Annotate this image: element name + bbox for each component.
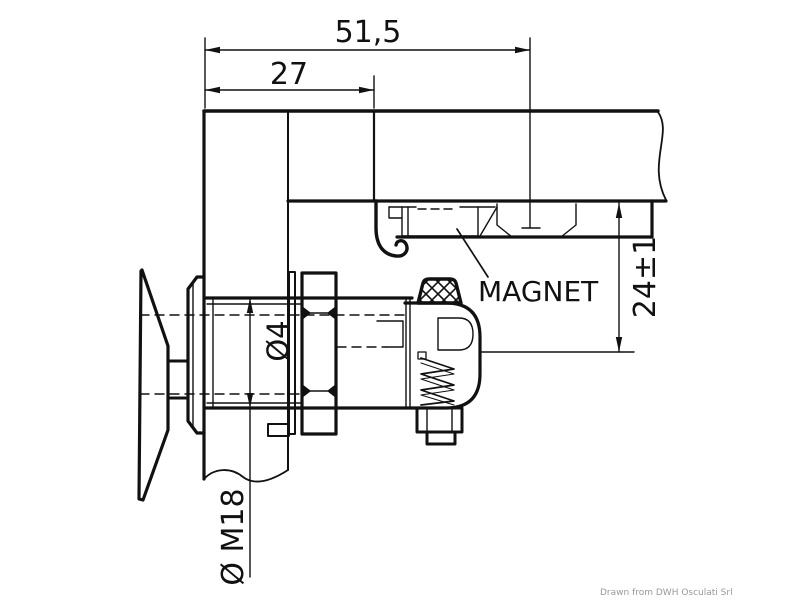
magnet-block xyxy=(388,206,498,237)
latch-slot xyxy=(437,317,474,351)
arrow-24-bottom xyxy=(615,337,623,352)
knurled-button xyxy=(416,277,463,305)
dim-text-overall-depth: 51,5 xyxy=(335,15,402,50)
adjuster-nut-tip xyxy=(425,430,457,446)
spring xyxy=(417,351,455,406)
door-break-line xyxy=(203,469,289,483)
dim-text-magnet-offset: 24±1 xyxy=(628,236,663,318)
hex-nut-chamfers xyxy=(302,306,336,398)
latch-end-block xyxy=(403,301,482,410)
washer-tab xyxy=(267,423,290,437)
arrow-27-left xyxy=(205,86,220,94)
dimensions xyxy=(204,37,635,578)
dim-text-pin-diameter: Ø4 xyxy=(261,320,295,361)
credit-text: Drawn from DWH Osculati Srl xyxy=(600,588,733,598)
knob-lever xyxy=(137,268,206,502)
arrow-51-5-right xyxy=(515,46,530,54)
lever-profile xyxy=(137,268,170,502)
thread-lines xyxy=(206,303,303,404)
latch-assembly xyxy=(139,271,482,446)
dimension-arrows xyxy=(205,46,623,408)
arrow-m18-bottom xyxy=(246,393,254,408)
hex-nut-facets xyxy=(301,312,337,392)
adjuster-nut xyxy=(415,406,464,434)
pin-channel xyxy=(376,320,404,348)
hex-nut xyxy=(300,271,338,436)
lever-hub xyxy=(166,359,190,400)
body-joint-lines xyxy=(405,297,411,409)
magnet-leader-line xyxy=(456,228,489,278)
front-flange xyxy=(186,275,206,435)
magnet-housing xyxy=(374,199,654,258)
magnet-screw-pocket xyxy=(496,203,577,238)
dim-text-thread-diameter: Ø M18 xyxy=(216,488,251,585)
dim-text-door-depth: 27 xyxy=(270,57,308,92)
back-washer xyxy=(288,271,296,435)
panel-break-line xyxy=(657,111,667,201)
hook-catch xyxy=(374,199,409,258)
arrow-51-5-left xyxy=(205,46,220,54)
arrow-27-right xyxy=(359,86,374,94)
arrow-24-top xyxy=(615,203,623,218)
magnet-label: MAGNET xyxy=(478,275,599,308)
arrow-m18-top xyxy=(246,298,254,313)
